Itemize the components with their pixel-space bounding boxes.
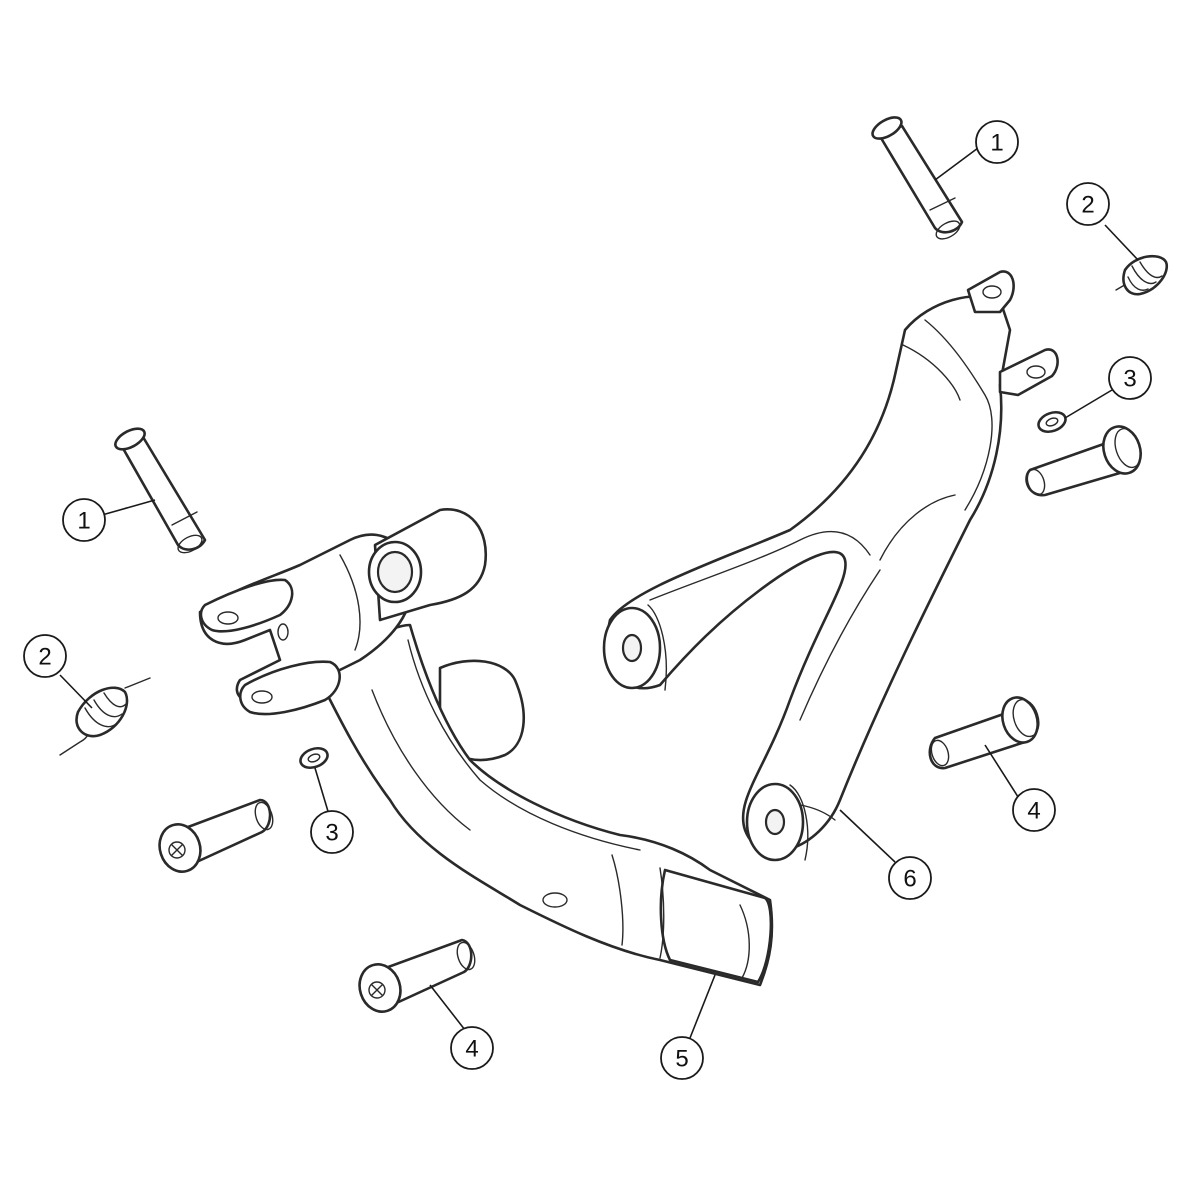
- callout-4-right: 4: [1012, 788, 1056, 832]
- part-2-spring-left: [59, 677, 151, 756]
- callout-label: 5: [675, 1046, 688, 1073]
- part-4-bolt-upper-right: [1025, 425, 1142, 497]
- part-6-hanger-arm: [602, 270, 1059, 862]
- part-4-bolt-left: [158, 798, 274, 873]
- part-3-washer-left: [299, 746, 329, 770]
- callout-3-right: 3: [1108, 356, 1152, 400]
- callout-6: 6: [888, 856, 932, 900]
- callout-5: 5: [660, 1036, 704, 1080]
- part-2-spring-right: [1115, 254, 1169, 296]
- part-4-bolt-lower-left: [358, 938, 476, 1013]
- callout-label: 3: [325, 820, 338, 847]
- part-1-pin-upper-right: [871, 116, 964, 240]
- callout-label: 1: [77, 508, 90, 535]
- callout-label: 2: [1081, 192, 1094, 219]
- callout-label: 6: [903, 866, 916, 893]
- callout-label: 4: [1027, 798, 1040, 825]
- part-5-footrest-arm: [198, 508, 774, 987]
- callout-1-upper-right: 1: [975, 120, 1019, 164]
- leader-lines: [59, 147, 1139, 1039]
- callout-label: 1: [990, 130, 1003, 157]
- callout-2-left: 2: [23, 634, 67, 678]
- part-4-bolt-lower-right: [928, 696, 1040, 770]
- callout-3-left: 3: [310, 810, 354, 854]
- callout-label: 3: [1123, 366, 1136, 393]
- callout-1-left: 1: [62, 498, 106, 542]
- part-3-washer-right: [1037, 410, 1067, 434]
- callout-label: 2: [38, 644, 51, 671]
- callout-2-right: 2: [1066, 182, 1110, 226]
- callout-4-lower-left: 4: [450, 1026, 494, 1070]
- part-1-pin-left: [114, 427, 207, 554]
- callout-label: 4: [465, 1036, 478, 1063]
